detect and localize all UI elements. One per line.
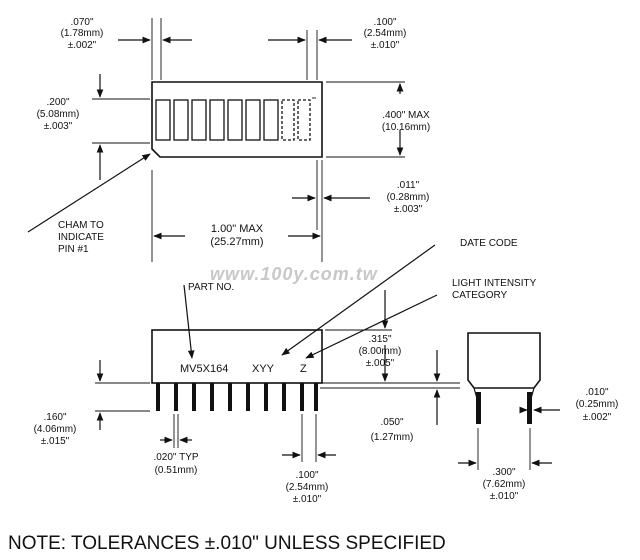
marking-date-code: XYY xyxy=(252,363,275,375)
dim-300-tol: ±.010" xyxy=(490,491,519,502)
watermark: www.100y.com.tw xyxy=(210,264,378,284)
cham-label-1: CHAM TO xyxy=(58,220,104,231)
dim-200-inch: .200" xyxy=(46,97,69,108)
side-view-body xyxy=(151,329,323,384)
dim-020-inch: .020" TYP xyxy=(153,452,198,463)
dim-011-tol: ±.003" xyxy=(394,204,423,215)
dim-020-mm: (0.51mm) xyxy=(155,465,198,476)
dim-300-mm: (7.62mm) xyxy=(483,479,526,490)
callout-light-intensity-1: LIGHT INTENSITY xyxy=(452,278,537,289)
dim-400-mm: (10.16mm) xyxy=(382,122,430,133)
dim-100b-inch: .100" xyxy=(295,470,318,481)
segment-row xyxy=(155,99,311,141)
callout-date-code: DATE CODE xyxy=(460,238,518,249)
dim-160-mm: (4.06mm) xyxy=(34,424,77,435)
dim-100b-mm: (2.54mm) xyxy=(286,482,329,493)
dim-100-inch: .100" xyxy=(373,17,396,28)
dim-100-mm: (2.54mm) xyxy=(364,28,407,39)
end-view: .010" (0.25mm) ±.002" .300" (7.62mm) ±.0… xyxy=(458,332,619,502)
tolerance-note: NOTE: TOLERANCES ±.010" UNLESS SPECIFIED xyxy=(8,533,446,554)
dim-070-mm: (1.78mm) xyxy=(61,28,104,39)
dim-050-inch: .050" xyxy=(380,417,403,428)
dim-length-mm: (25.27mm) xyxy=(210,236,263,248)
dim-100-tol: ±.010" xyxy=(371,40,400,51)
dim-200-tol: ±.003" xyxy=(44,121,73,132)
dim-315-inch: .315" xyxy=(368,334,391,345)
pin-row xyxy=(156,383,318,411)
dim-070-inch: .070" xyxy=(70,17,93,28)
dim-160-tol: ±.015" xyxy=(41,436,70,447)
callout-light-intensity-2: CATEGORY xyxy=(452,290,508,301)
dim-315-mm: (8.00mm) xyxy=(359,346,402,357)
dim-011-mm: (0.28mm) xyxy=(387,192,430,203)
top-view: .070" (1.78mm) ±.002" .100" (2.54mm) ±.0… xyxy=(27,17,430,262)
dim-010-tol: ±.002" xyxy=(583,412,612,423)
dim-400-inch: .400" MAX xyxy=(382,110,430,121)
dim-050-mm: (1.27mm) xyxy=(371,432,414,443)
dim-160-inch: .160" xyxy=(43,412,66,423)
dim-200-mm: (5.08mm) xyxy=(37,109,80,120)
dim-011-inch: .011" xyxy=(397,180,420,191)
dim-300-inch: .300" xyxy=(492,467,515,478)
dim-315-tol: ±.005" xyxy=(366,358,395,369)
side-view: MV5X164 XYY Z DATE CODE LIGHT INTENSITY … xyxy=(34,238,537,505)
cham-label-3: PIN #1 xyxy=(58,244,89,255)
dim-length-inch: 1.00" MAX xyxy=(211,223,264,235)
dim-010-inch: .010" xyxy=(585,387,608,398)
dim-100b-tol: ±.010" xyxy=(293,494,322,505)
callout-part-no: PART NO. xyxy=(188,282,234,293)
cham-label-2: INDICATE xyxy=(58,232,104,243)
dim-010-mm: (0.25mm) xyxy=(576,399,619,410)
marking-part-no: MV5X164 xyxy=(180,363,228,375)
dim-070-tol: ±.002" xyxy=(68,40,97,51)
marking-category: Z xyxy=(300,363,307,375)
end-view-body xyxy=(467,332,541,389)
